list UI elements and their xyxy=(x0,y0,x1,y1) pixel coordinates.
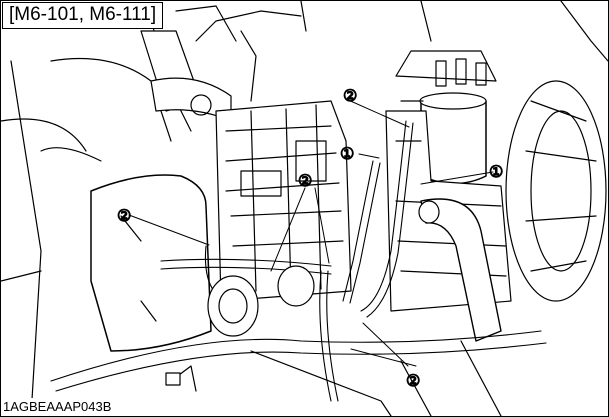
callout-label: ② xyxy=(406,373,420,390)
callout-label: ② xyxy=(298,173,312,190)
model-label: [M6-101, M6-111] xyxy=(2,2,164,29)
callout-label: ② xyxy=(343,88,357,105)
fuel-lines xyxy=(40,120,547,402)
callout-label: ② xyxy=(117,208,131,225)
side-panel xyxy=(90,174,212,352)
callouts: ② ② ① ① ② ② xyxy=(116,87,504,390)
figure-code: 1AGBEAAAP043B xyxy=(1,398,116,416)
engine-block xyxy=(215,100,352,302)
steering-column xyxy=(140,5,237,122)
radiator-hose xyxy=(418,198,502,342)
radiator-fan xyxy=(505,80,607,302)
oil-filter xyxy=(207,265,315,337)
callout-label: ① xyxy=(489,164,503,181)
fuel-filter xyxy=(395,50,497,185)
callout-label: ① xyxy=(340,146,354,163)
leader-lines xyxy=(128,98,494,367)
lower-frame xyxy=(165,340,502,416)
